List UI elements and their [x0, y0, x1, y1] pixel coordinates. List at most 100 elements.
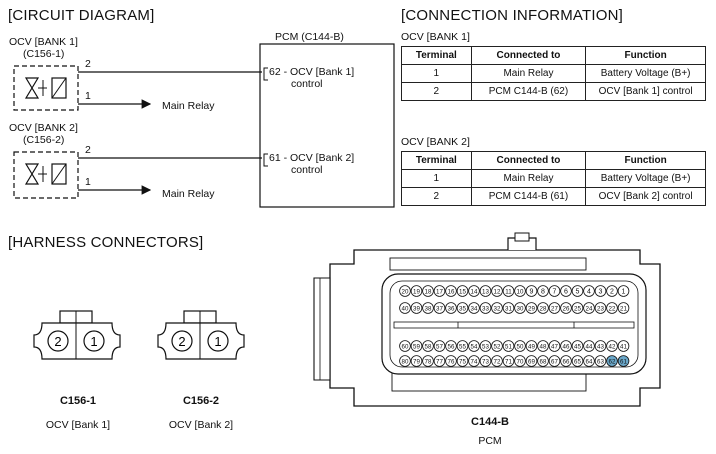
pcm-pin-25: [571, 302, 584, 314]
pcm-pin-label-48: 48: [540, 343, 547, 350]
ocv1-pin1-label: 1: [85, 90, 91, 102]
pcm-pin-61: [617, 355, 630, 367]
cell: Battery Voltage (B+): [585, 64, 706, 83]
pcm-pin-31: [502, 302, 515, 314]
pcm-pin-label-34: 34: [471, 305, 478, 312]
pcm-box: [259, 43, 395, 208]
pcm-pin-label-33: 33: [482, 305, 489, 312]
pcm-pin-32: [491, 302, 503, 314]
pcm-pin-19: [410, 285, 423, 297]
pcm-pin-label-4: 4: [587, 288, 591, 295]
pcm-pin-28: [537, 302, 549, 314]
table-header-row: Terminal Connected to Function: [401, 46, 706, 65]
cell: OCV [Bank 1] control: [585, 82, 706, 101]
pcm-pin-3: [594, 285, 607, 297]
pcm-pin-48: [537, 340, 549, 352]
pcm-pin-20: [399, 285, 411, 297]
pcm-pin-label-10: 10: [517, 288, 524, 295]
bank1-connection-table: Terminal Connected to Function 1 Main Re…: [401, 46, 706, 101]
pcm-pin-label-45: 45: [574, 343, 581, 350]
pcm-pin-16: [445, 285, 457, 297]
pcm-pin-label-80: 80: [402, 358, 409, 365]
header-connected-to: Connected to: [470, 46, 587, 65]
pcm-pin-label-29: 29: [528, 305, 535, 312]
pcm-pin-40: [399, 302, 411, 314]
pcm-pin-label-42: 42: [609, 343, 616, 350]
pcm-pin-label-70: 70: [517, 358, 524, 365]
pcm-pin-1: [617, 285, 630, 297]
pcm-pin-label-78: 78: [425, 358, 432, 365]
ocv2-pin1-label: 1: [85, 176, 91, 188]
c156-2-name: C156-2: [182, 395, 220, 407]
pcm-pin-23: [594, 302, 607, 314]
header-function: Function: [585, 46, 706, 65]
pcm-pin-37: [433, 302, 446, 314]
valve-icon: [24, 163, 67, 185]
ocv2-connector-id: (C156-2): [23, 134, 65, 146]
ocv1-title: OCV [BANK 1]: [9, 36, 78, 48]
pcm-pin-label-1: 1: [622, 288, 626, 295]
circuit-diagram-title: [CIRCUIT DIAGRAM]: [8, 7, 155, 24]
pcm-pin-74: [468, 355, 480, 367]
pcm-pin-label-74: 74: [471, 358, 478, 365]
pcm-pin-35: [456, 302, 469, 314]
pcm-pin-label-41: 41: [620, 343, 627, 350]
pcm-pin-71: [502, 355, 515, 367]
pcm-pin-60: [399, 340, 411, 352]
pcm-pin-label-22: 22: [609, 305, 616, 312]
pcm-pin62-label: 62 - OCV [Bank 1]: [269, 66, 355, 78]
pcm-pin-label-47: 47: [551, 343, 558, 350]
pcm-pin-label-12: 12: [494, 288, 501, 295]
pcm-pin-77: [433, 355, 446, 367]
pcm-pin-label-40: 40: [402, 305, 409, 312]
pcm-pin-38: [422, 302, 434, 314]
pcm-pin-label-32: 32: [494, 305, 501, 312]
c156-2-pin-1: 1: [214, 334, 221, 349]
pcm-pin-36: [445, 302, 457, 314]
pcm-pin-label-11: 11: [505, 288, 512, 295]
harness-connectors-title: [HARNESS CONNECTORS]: [8, 234, 204, 251]
pcm-pin-label-6: 6: [564, 288, 568, 295]
main-relay-label: Main Relay: [162, 100, 215, 112]
pcm-pin-label-36: 36: [448, 305, 455, 312]
pcm-pin-49: [525, 340, 538, 352]
pcm-pin-64: [583, 355, 595, 367]
pcm-pin-label-38: 38: [425, 305, 432, 312]
c156-1-name: C156-1: [59, 395, 97, 407]
pcm-pin62-control: control: [291, 78, 323, 90]
pcm-pin-22: [606, 302, 618, 314]
pcm-pin-56: [445, 340, 457, 352]
pcm-pin-39: [410, 302, 423, 314]
pcm-pin-18: [422, 285, 434, 297]
cell: 1: [401, 169, 472, 188]
cell: Main Relay: [470, 169, 587, 188]
c156-1-connector-shape: 2 1: [33, 310, 121, 360]
pcm-pin-label-39: 39: [413, 305, 420, 312]
pcm-pin-33: [479, 302, 492, 314]
header-connected-to: Connected to: [470, 151, 587, 170]
circuit-diagram: [13, 43, 395, 208]
pcm-pin-11: [502, 285, 515, 297]
pcm-pin-label-18: 18: [425, 288, 432, 295]
table-row: 1 Main Relay Battery Voltage (B+): [401, 169, 706, 188]
pcm-pin-34: [468, 302, 480, 314]
pcm-pin-66: [560, 355, 572, 367]
c156-1-pin-1: 1: [90, 334, 97, 349]
pcm-pin-label-64: 64: [586, 358, 593, 365]
pcm-pin-label-66: 66: [563, 358, 570, 365]
pcm-pin-7: [548, 285, 561, 297]
pcm-pin-41: [617, 340, 630, 352]
pcm-pin-12: [491, 285, 503, 297]
pcm-pin-label-57: 57: [436, 343, 443, 350]
header-terminal: Terminal: [401, 46, 472, 65]
pcm-pin-47: [548, 340, 561, 352]
pcm-pin-label-17: 17: [436, 288, 443, 295]
c156-1-pin-2: 2: [54, 334, 61, 349]
c156-1-desc: OCV [Bank 1]: [45, 419, 111, 431]
pcm-pin-label-9: 9: [530, 288, 534, 295]
pcm-pin-label-54: 54: [471, 343, 478, 350]
pcm-pin-52: [491, 340, 503, 352]
pcm-pin-29: [525, 302, 538, 314]
pcm-pin-65: [571, 355, 584, 367]
